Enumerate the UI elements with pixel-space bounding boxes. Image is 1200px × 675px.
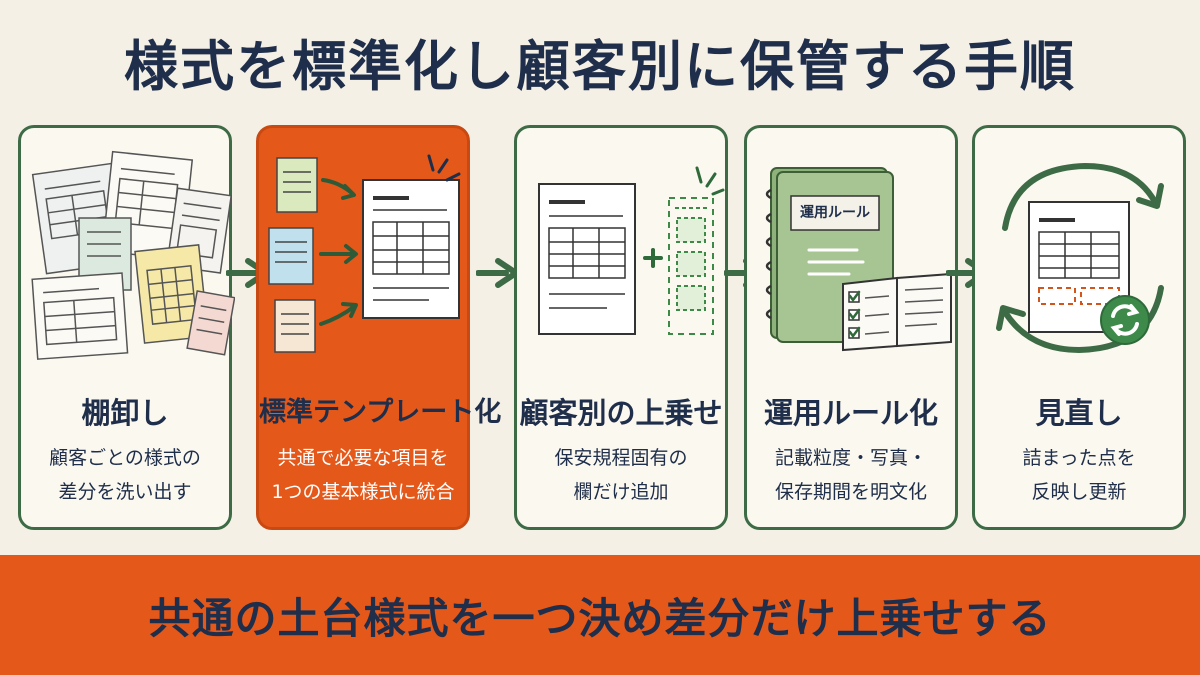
step-panel-customer-addon: 顧客別の上乗せ 保安規程固有の 欄だけ追加 bbox=[514, 125, 728, 530]
scattered-documents-icon bbox=[31, 150, 235, 360]
merge-into-template-icon bbox=[268, 154, 461, 353]
page-title: 様式を標準化し顧客別に保管する手順 bbox=[124, 35, 1076, 98]
step-panel-standard-template: 標準テンプレート化 共通で必要な項目を 1つの基本様式に統合 bbox=[256, 125, 502, 530]
rulebook-icon bbox=[765, 167, 952, 352]
refresh-cycle-icon bbox=[996, 163, 1164, 353]
step-description: 記載粒度・写真・ 保存期間を明文化 bbox=[774, 447, 927, 503]
step-description: 詰まった点を 反映し更新 bbox=[1022, 447, 1136, 503]
step-title: 運用ルール化 bbox=[763, 396, 938, 430]
step-title: 顧客別の上乗せ bbox=[519, 396, 723, 430]
conclusion-banner: 共通の土台様式を一つ決め差分だけ上乗せする bbox=[0, 555, 1200, 675]
step-panel-operating-rules: 運用ルール 運用ルール化 記載粒度・写真・ 保存期間を明文化 bbox=[744, 125, 958, 530]
step-panel-review: 見直し 詰まった点を 反映し更新 bbox=[972, 125, 1186, 530]
step-title: 見直し bbox=[1035, 396, 1123, 430]
step-description: 共通で必要な項目を 1つの基本様式に統合 bbox=[271, 447, 455, 503]
step-description: 顧客ごとの様式の 差分を洗い出す bbox=[49, 447, 201, 503]
step-panel-inventory: 棚卸し 顧客ごとの様式の 差分を洗い出す bbox=[18, 125, 235, 530]
step-title: 棚卸し bbox=[81, 396, 169, 430]
template-plus-extra-fields-icon bbox=[538, 166, 725, 335]
conclusion-text: 共通の土台様式を一つ決め差分だけ上乗せする bbox=[148, 594, 1052, 643]
rulebook-label: 運用ルール bbox=[800, 205, 870, 221]
step-title: 標準テンプレート化 bbox=[259, 397, 502, 428]
step-description: 保安規程固有の 欄だけ追加 bbox=[554, 447, 688, 503]
